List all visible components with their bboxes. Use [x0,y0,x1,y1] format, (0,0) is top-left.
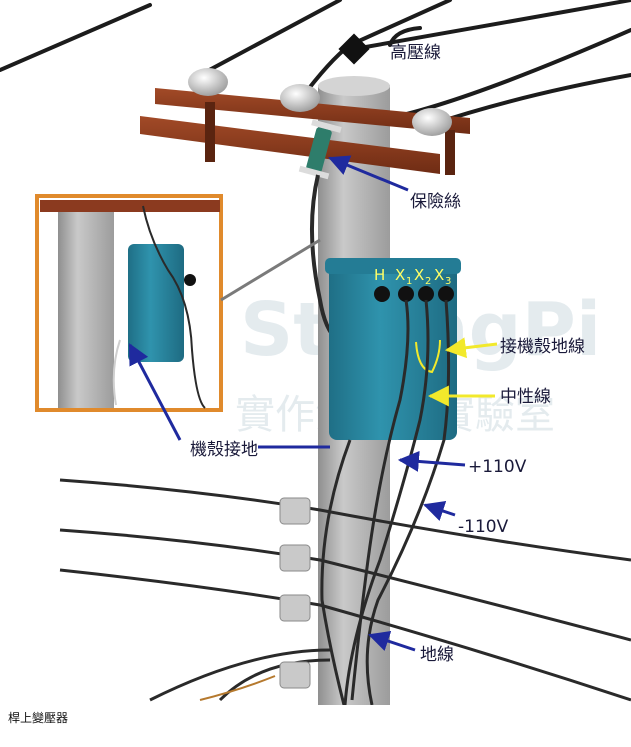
crossarms [140,88,470,175]
figure-caption: 桿上變壓器 [8,711,69,725]
terminal-labels: H X 1 X 2 X 3 [374,266,451,287]
insulators [188,68,452,136]
label-arrows [128,155,466,652]
label-fuse: 保險絲 [410,192,461,212]
terminal-x2-label: X [414,266,424,284]
yellow-arrows [427,337,498,407]
label-high-voltage: 高壓線 [390,43,441,63]
distribution-lines [59,478,631,702]
service-drop-wire [199,675,276,701]
terminal-x2-sub: 2 [425,276,431,287]
line-brackets [279,497,311,689]
inset-connector [220,238,321,302]
label-case-ground: 機殼接地 [190,440,258,460]
bond-wire [415,339,441,374]
fuse [298,119,342,180]
label-ground-wire: 地線 [420,645,454,665]
label-plus-110v: +110V [468,457,527,477]
transformer [325,258,461,440]
terminal-x1-label: X [395,266,405,284]
label-minus-110v: -110V [458,517,509,537]
label-case-ground-wire: 接機殼地線 [500,337,585,357]
line-clamp [338,33,370,65]
terminal-x1-sub: 1 [406,276,412,287]
terminal-h-label: H [374,266,385,284]
label-neutral: 中性線 [500,387,551,407]
inset-detail [35,194,223,412]
terminal-x3-label: X [434,266,444,284]
transformer-diagram: StrongPi 實作派電子實驗室 [0,0,631,705]
terminal-x3-sub: 3 [445,276,451,287]
